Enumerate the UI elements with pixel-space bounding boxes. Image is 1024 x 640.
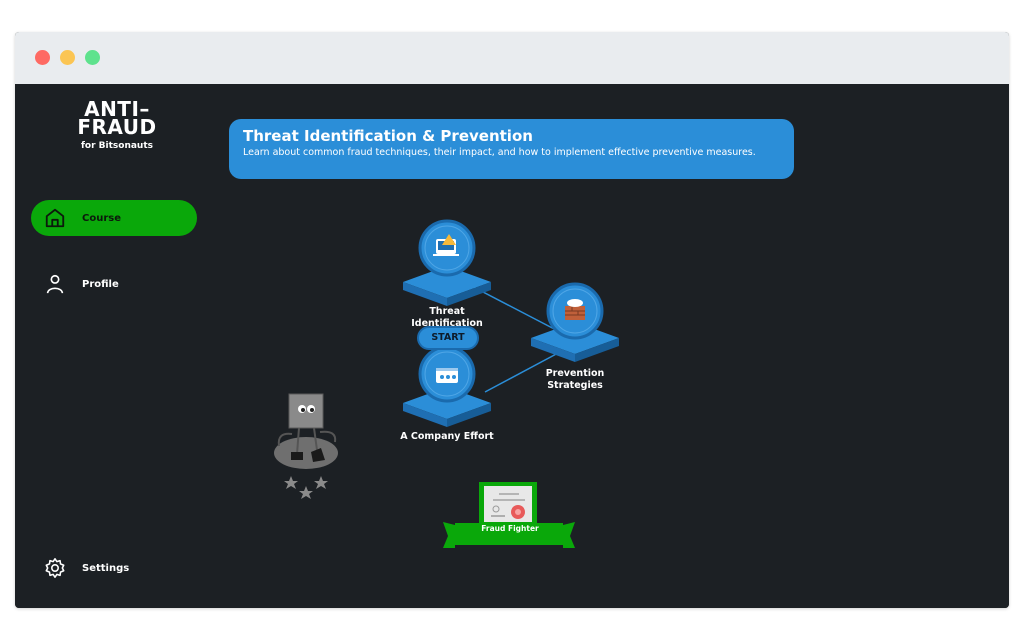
nav-settings-label: Settings xyxy=(82,562,130,574)
topic-description: Learn about common fraud techniques, the… xyxy=(243,147,756,158)
nav-course-label: Course xyxy=(82,212,121,224)
node-prevention-strategies[interactable] xyxy=(531,282,619,362)
alert-screen-icon xyxy=(433,234,459,256)
star-rating xyxy=(284,476,328,499)
maximize-window-button[interactable] xyxy=(85,50,100,65)
window-titlebar xyxy=(15,32,1009,84)
app-content: ANTI– FRAUD for Bitsonauts Course Profil… xyxy=(15,84,1009,608)
logo-tagline: for Bitsonauts xyxy=(80,141,153,151)
gear-icon xyxy=(44,557,66,579)
node-label-threat: Threat Identification xyxy=(411,306,483,329)
path-connector xyxy=(484,351,561,393)
mascot-character xyxy=(274,393,338,469)
node-company-effort[interactable] xyxy=(403,345,491,427)
logo-line-1: ANTI– xyxy=(84,97,150,121)
fraud-fighter-certificate[interactable] xyxy=(443,482,575,548)
nav-course[interactable]: Course xyxy=(31,200,197,236)
topic-banner: Threat Identification & Prevention Learn… xyxy=(229,119,794,179)
node-threat-identification[interactable] xyxy=(403,219,491,306)
topic-title: Threat Identification & Prevention xyxy=(243,127,533,145)
certificate-label: Fraud Fighter xyxy=(481,524,539,533)
home-icon xyxy=(44,207,66,229)
logo-line-2: FRAUD xyxy=(77,115,157,139)
node-label-prevention: Prevention Strategies xyxy=(545,368,605,391)
nav-profile[interactable]: Profile xyxy=(31,266,197,302)
firewall-icon xyxy=(565,299,585,320)
close-window-button[interactable] xyxy=(35,50,50,65)
start-badge[interactable]: START xyxy=(417,326,479,350)
course-map xyxy=(274,219,619,548)
minimize-window-button[interactable] xyxy=(60,50,75,65)
browser-window: ANTI– FRAUD for Bitsonauts Course Profil… xyxy=(15,32,1009,608)
person-icon xyxy=(44,273,66,295)
anti-fraud-logo: ANTI– FRAUD for Bitsonauts xyxy=(73,97,161,151)
node-label-company: A Company Effort xyxy=(400,431,494,442)
nav-profile-label: Profile xyxy=(82,278,119,290)
team-browser-icon xyxy=(436,368,458,383)
nav-settings[interactable]: Settings xyxy=(31,550,197,586)
